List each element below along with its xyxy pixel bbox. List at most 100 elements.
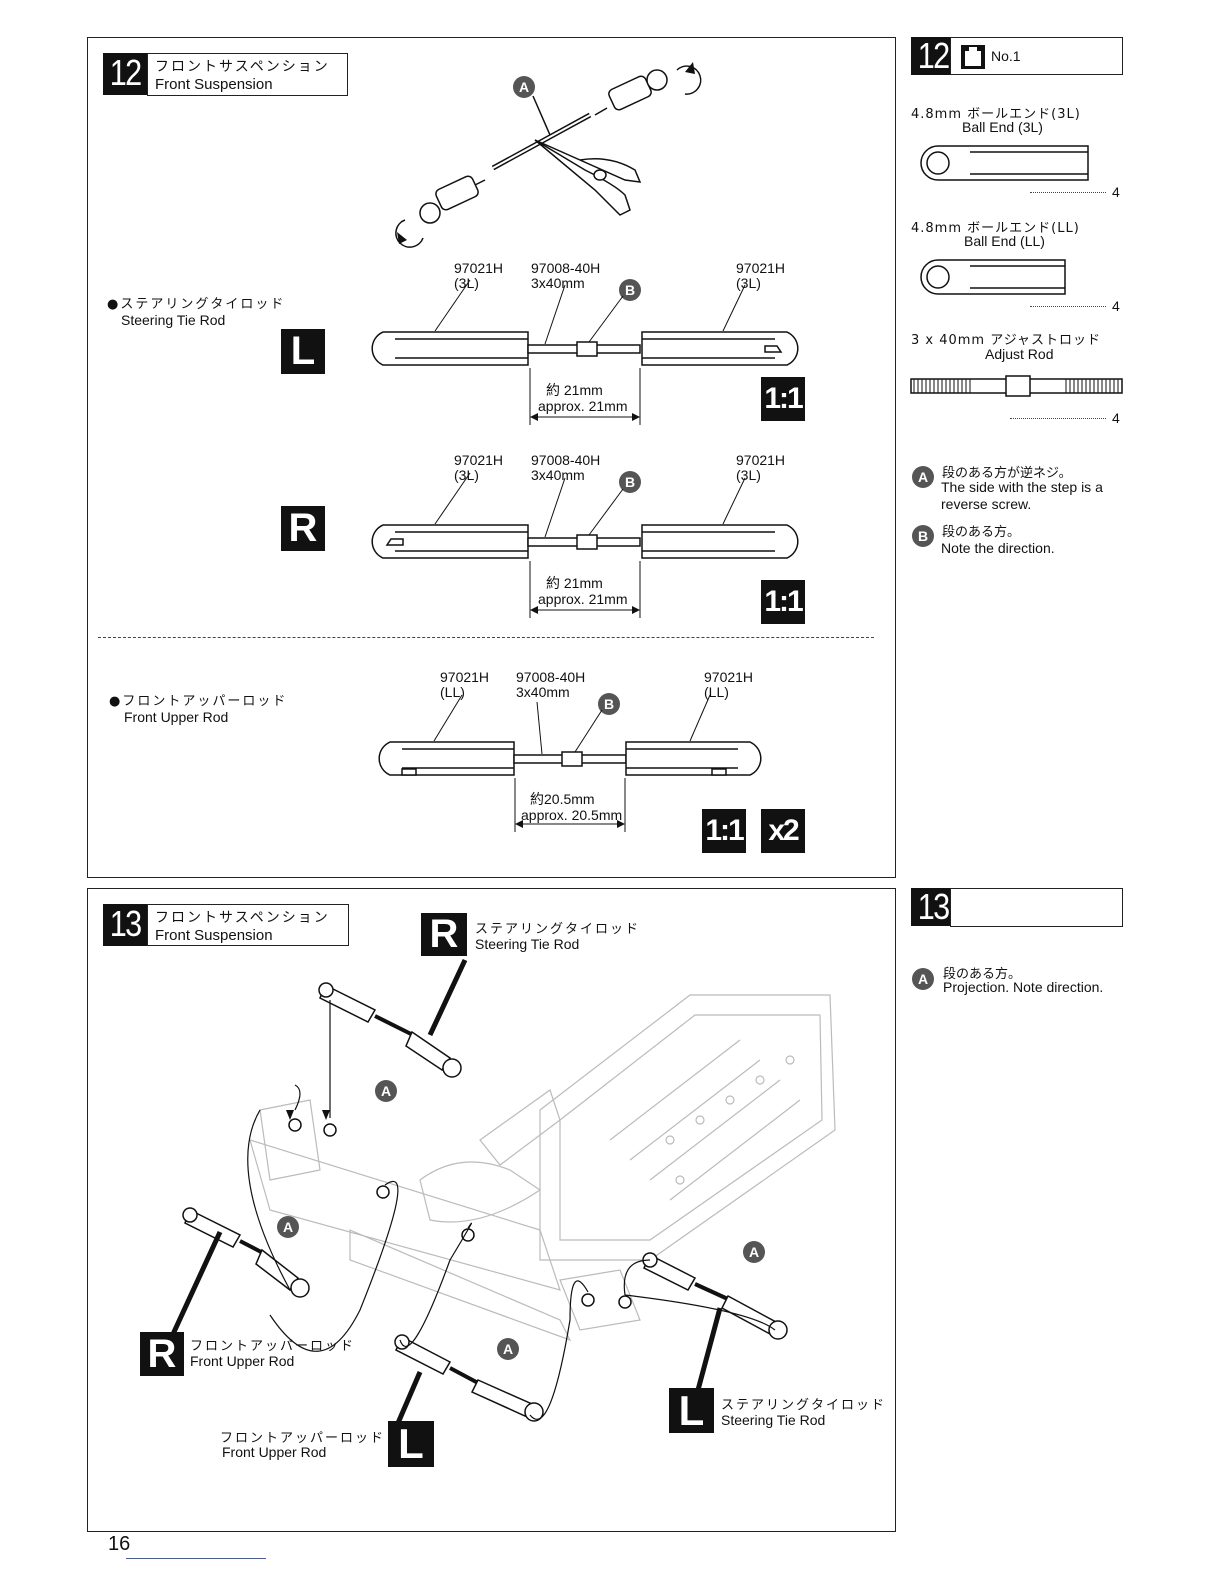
bag-icon xyxy=(961,45,985,69)
step13-tie-rod-l-en: Steering Tie Rod xyxy=(721,1412,826,1428)
part-ball-end-3l-qty: 4 xyxy=(1112,184,1120,200)
step13-tie-rod-l-jp: ステアリングタイロッド xyxy=(721,1398,887,1413)
step13-tie-rod-r-en: Steering Tie Rod xyxy=(475,936,580,952)
upper-right-part: 97021H xyxy=(704,669,754,685)
rod-l-right-part: 97021H xyxy=(736,260,786,276)
callout-b-upper: B xyxy=(598,693,620,715)
upper-length-en: approx. 20.5mm xyxy=(521,807,623,823)
upper-rod-label-en: Front Upper Rod xyxy=(124,709,229,725)
rod-r-mid-size: 3x40mm xyxy=(531,467,585,483)
step13-badge-l-bottom: L xyxy=(388,1421,434,1467)
callout-b-rod-l: B xyxy=(619,279,641,301)
step13-tie-rod-r-jp: ステアリングタイロッド xyxy=(475,922,641,937)
part-ball-end-3l-jp: 4.8mm ボールエンド(3L) xyxy=(911,107,1081,122)
part-adjust-rod-en: Adjust Rod xyxy=(985,346,1054,362)
upper-length-jp: 約20.5mm xyxy=(530,791,595,807)
part-rod-leader xyxy=(1010,418,1106,419)
step13-callout-a-1: A xyxy=(375,1080,397,1102)
step12-title-jp: フロントサスペンション xyxy=(155,59,330,75)
step13-upper-rod-r-jp: フロントアッパーロッド xyxy=(190,1339,356,1354)
assembly-illustration xyxy=(395,62,702,248)
note-a-jp: 段のある方が逆ネジ。 xyxy=(942,466,1072,481)
rod-r-right-type: (3L) xyxy=(736,467,761,483)
step13-badge-l-right: L xyxy=(669,1388,714,1433)
step13-upper-rod-r-en: Front Upper Rod xyxy=(190,1353,295,1369)
rod-r-length-en: approx. 21mm xyxy=(538,591,628,607)
note-a-en: The side with the step is a reverse scre… xyxy=(941,479,1103,512)
page-underline xyxy=(126,1558,266,1559)
upper-left-type: (LL) xyxy=(440,684,465,700)
rod-l-drawing xyxy=(371,279,799,425)
part-adjust-rod-jp: 3 x 40mm アジャストロッド xyxy=(911,333,1102,348)
side-badge-r: R xyxy=(281,506,325,551)
step13-title-box: フロントサスペンション Front Suspension xyxy=(147,904,349,946)
parts12-header: No.1 xyxy=(950,37,1123,75)
rod-r-drawing xyxy=(371,472,799,618)
rod-l-length-jp: 約 21mm xyxy=(546,382,603,398)
scale-badge-l: 1:1 xyxy=(761,377,805,421)
callout-b-rod-r: B xyxy=(619,471,641,493)
step12-number: 12 xyxy=(103,53,148,95)
rod-l-left-type: (3L) xyxy=(454,275,479,291)
parts13-note-a-en: Projection. Note direction. xyxy=(943,979,1104,995)
step13-title-en: Front Suspension xyxy=(155,927,273,944)
chassis-illustration xyxy=(249,994,836,1342)
step13-title-jp: フロントサスペンション xyxy=(155,910,330,926)
rod-r-left-part: 97021H xyxy=(454,452,504,468)
rod-r-length-jp: 約 21mm xyxy=(546,575,603,591)
upper-rod-drawing xyxy=(378,694,762,832)
step13-rods xyxy=(165,958,788,1431)
rod-r-left-type: (3L) xyxy=(454,467,479,483)
step12-title-en: Front Suspension xyxy=(155,76,273,93)
tie-rod-label-en: Steering Tie Rod xyxy=(121,312,226,328)
part-ball-end-ll-en: Ball End (LL) xyxy=(964,233,1045,249)
rod-l-mid-size: 3x40mm xyxy=(531,275,585,291)
rod-r-right-part: 97021H xyxy=(736,452,786,468)
note-b-marker: B xyxy=(912,525,934,547)
callout-a-pliers: A xyxy=(513,76,535,98)
step13-badge-r-top: R xyxy=(421,913,467,956)
parts13-note-a-marker: A xyxy=(912,968,934,990)
step13-callout-a-4: A xyxy=(743,1241,765,1263)
parts13-number: 13 xyxy=(911,888,956,926)
parts12-bag-label: No.1 xyxy=(991,48,1021,64)
part-ball-end-ll-jp: 4.8mm ボールエンド(LL) xyxy=(911,221,1080,236)
rod-r-mid-part: 97008-40H xyxy=(531,452,601,468)
upper-mid-size: 3x40mm xyxy=(516,684,570,700)
ball-end-ll-illustration xyxy=(920,259,1066,295)
page-number: 16 xyxy=(108,1533,131,1555)
part-ball-end-3l-en: Ball End (3L) xyxy=(962,119,1043,135)
quantity-badge: x2 xyxy=(761,809,805,853)
tie-rod-label-jp: ●ステアリングタイロッド xyxy=(107,297,286,312)
parts12-number: 12 xyxy=(911,37,956,75)
step13-panel xyxy=(87,888,896,1532)
step12-panel xyxy=(87,37,896,878)
step13-upper-rod-l-jp: フロントアッパーロッド xyxy=(220,1431,386,1446)
part-ball-end-ll-qty: 4 xyxy=(1112,298,1120,314)
parts13-header xyxy=(950,888,1123,927)
rod-l-right-type: (3L) xyxy=(736,275,761,291)
step12-title-box: フロントサスペンション Front Suspension xyxy=(147,53,348,96)
step13-callout-a-2: A xyxy=(277,1216,299,1238)
scale-badge-r: 1:1 xyxy=(761,580,805,624)
ball-end-3l-illustration xyxy=(920,145,1089,181)
rod-l-mid-part: 97008-40H xyxy=(531,260,601,276)
adjust-rod-illustration xyxy=(910,375,1123,397)
section-divider xyxy=(98,637,874,638)
part-ll-leader xyxy=(1030,306,1106,307)
step13-number: 13 xyxy=(103,904,148,946)
step13-callout-a-3: A xyxy=(497,1338,519,1360)
part-adjust-rod-qty: 4 xyxy=(1112,410,1120,426)
upper-rod-label-jp: ●フロントアッパーロッド xyxy=(109,694,288,709)
rod-l-length-en: approx. 21mm xyxy=(538,398,628,414)
step13-upper-rod-l-en: Front Upper Rod xyxy=(222,1444,327,1460)
step13-badge-r-left: R xyxy=(140,1332,184,1376)
scale-badge-upper: 1:1 xyxy=(702,809,746,853)
note-b-jp: 段のある方。 xyxy=(942,525,1021,540)
note-b-en: Note the direction. xyxy=(941,540,1055,556)
parts13-note-a-jp: 段のある方。 xyxy=(943,967,1022,982)
upper-right-type: (LL) xyxy=(704,684,729,700)
upper-mid-part: 97008-40H xyxy=(516,669,586,685)
upper-left-part: 97021H xyxy=(440,669,490,685)
note-a-marker: A xyxy=(912,466,934,488)
